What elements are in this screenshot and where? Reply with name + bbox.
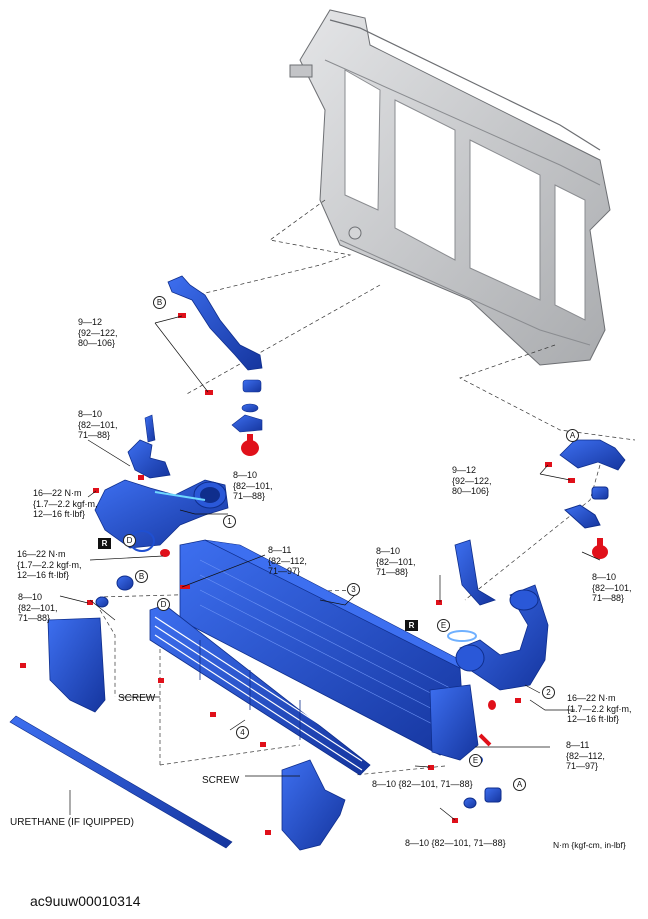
replace-marker-right: R bbox=[405, 620, 418, 631]
left-air-guide bbox=[47, 575, 134, 713]
torque-label-hose2-bracket: 8—10 {82—101, 71—88} bbox=[376, 546, 416, 577]
torque-label-hose1-upper: 16—22 N·m {1.7—2.2 kgf·m, 12—16 ft·lbf} bbox=[33, 488, 98, 519]
torque-label-hose1-lower: 16—22 N·m {1.7—2.2 kgf·m, 12—16 ft·lbf} bbox=[17, 549, 82, 580]
intercooler-core bbox=[179, 539, 479, 761]
torque-label-upper-mount: 8—10 {82—101, 71—88} bbox=[233, 470, 273, 501]
torque-label-core-right: 8—11 {82—112, 71—97} bbox=[566, 740, 605, 771]
torque-label-upper-bracket: 9—12 {92—122, 80—106} bbox=[78, 317, 118, 348]
upper-right-bracket bbox=[559, 439, 626, 559]
leader-lines bbox=[59, 315, 601, 821]
callout-a-upper: A bbox=[566, 429, 579, 442]
urethane-strip bbox=[9, 715, 233, 849]
intercooler-hose-1 bbox=[94, 479, 229, 552]
torque-label-hose2-clamp: 16—22 N·m {1.7—2.2 kgf·m, 12—16 ft·lbf} bbox=[567, 693, 632, 724]
torque-label-core-left: 8—11 {82—112, 71—97} bbox=[268, 545, 307, 576]
callout-part-3: 3 bbox=[347, 583, 360, 596]
callout-b-upper: B bbox=[153, 296, 166, 309]
callout-e-upper: E bbox=[437, 619, 450, 632]
callout-part-2: 2 bbox=[542, 686, 555, 699]
torque-label-lower-bolt: 8—10 {82—101, 71—88} bbox=[372, 779, 473, 789]
callout-d-upper: D bbox=[123, 534, 136, 547]
radiator-support-frame bbox=[289, 9, 611, 366]
torque-label-left-mount: 8—10 {82—101, 71—88} bbox=[18, 592, 58, 623]
figure-id: ac9uuw00010314 bbox=[30, 893, 141, 909]
upper-left-bracket bbox=[167, 275, 263, 456]
torque-label-bottom-bolt: 8—10 {82—101, 71—88} bbox=[405, 838, 506, 848]
callout-part-1: 1 bbox=[223, 515, 236, 528]
callout-e-lower: E bbox=[469, 754, 482, 767]
urethane-label: URETHANE (IF IQUIPPED) bbox=[10, 817, 134, 828]
lower-right-mount bbox=[463, 787, 502, 809]
intercooler-hose-2 bbox=[447, 539, 549, 691]
left-hose-bracket bbox=[127, 414, 171, 479]
bolts bbox=[20, 313, 575, 835]
callout-b-lower: B bbox=[135, 570, 148, 583]
intercooler-guard bbox=[149, 604, 371, 776]
screw-label-right: SCREW bbox=[202, 775, 240, 786]
units-legend: N·m {kgf-cm, in-lbf} bbox=[553, 840, 626, 850]
callout-part-4: 4 bbox=[236, 726, 249, 739]
replace-marker-left: R bbox=[98, 538, 111, 549]
callout-a-lower: A bbox=[513, 778, 526, 791]
torque-label-right-bracket: 9—12 {92—122, 80—106} bbox=[452, 465, 492, 496]
torque-label-right-mount: 8—10 {82—101, 71—88} bbox=[592, 572, 632, 603]
right-air-guide bbox=[281, 759, 346, 851]
screw-label-left: SCREW bbox=[118, 693, 156, 704]
torque-label-left-bracket: 8—10 {82—101, 71—88} bbox=[78, 409, 118, 440]
callout-d-lower: D bbox=[157, 598, 170, 611]
